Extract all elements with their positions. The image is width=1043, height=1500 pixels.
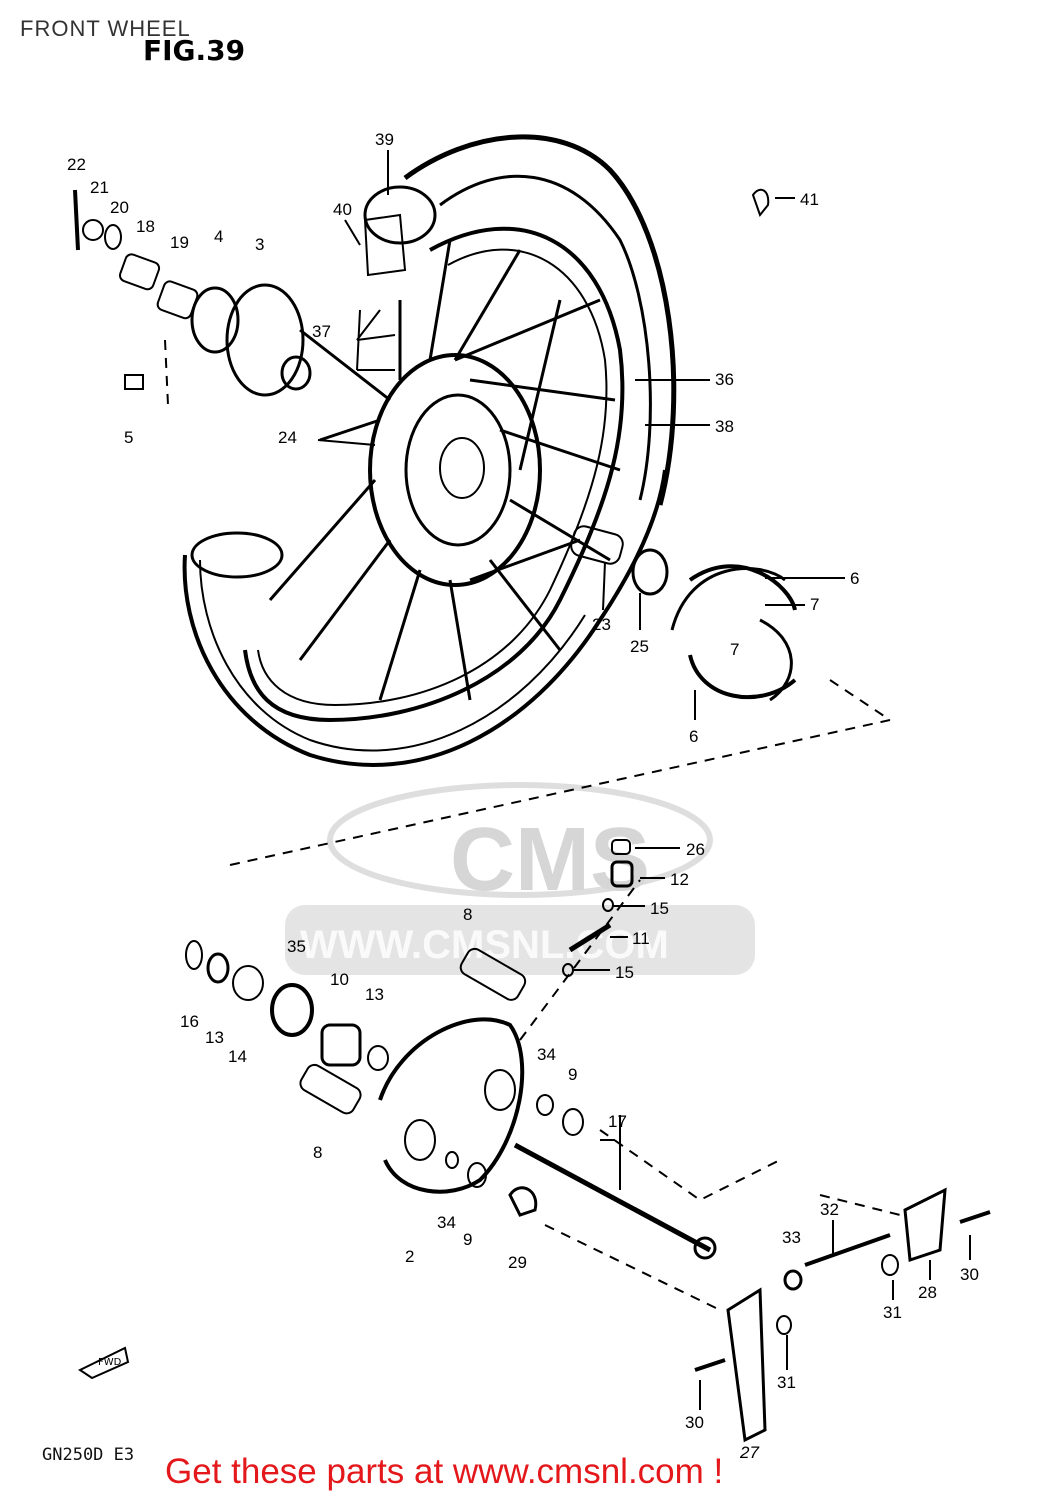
callout-3: 3 <box>255 235 264 254</box>
callout-7b: 7 <box>730 640 739 659</box>
callout-labels: 39 40 41 22 21 20 18 19 4 3 37 36 38 5 2… <box>67 130 979 1462</box>
callout-24: 24 <box>278 428 297 447</box>
callout-7a: 7 <box>810 595 819 614</box>
callout-34a: 34 <box>537 1045 556 1064</box>
callout-33: 33 <box>782 1228 801 1247</box>
get-parts-link[interactable]: Get these parts at www.cmsnl.com ! <box>165 1452 724 1491</box>
callout-13b: 13 <box>205 1028 224 1047</box>
callout-13a: 13 <box>365 985 384 1004</box>
callout-34b: 34 <box>437 1213 456 1232</box>
callout-15b: 15 <box>615 963 634 982</box>
callout-6b: 6 <box>689 727 698 746</box>
callout-15a: 15 <box>650 899 669 918</box>
wheel-assembly <box>73 134 797 767</box>
callout-27: 27 <box>739 1443 759 1462</box>
callout-12: 12 <box>670 870 689 889</box>
callout-20: 20 <box>110 198 129 217</box>
callout-36: 36 <box>715 370 734 389</box>
callout-35: 35 <box>287 937 306 956</box>
callout-11: 11 <box>632 929 650 948</box>
callout-30a: 30 <box>960 1265 979 1284</box>
callout-19: 19 <box>170 233 189 252</box>
brake-panel-assembly: FWD <box>77 839 991 1443</box>
callout-10: 10 <box>330 970 349 989</box>
callout-18: 18 <box>136 217 155 236</box>
callout-8b: 8 <box>313 1143 322 1162</box>
callout-41: 41 <box>800 190 819 209</box>
callout-21: 21 <box>90 178 109 197</box>
callout-29: 29 <box>508 1253 527 1272</box>
callout-16: 16 <box>180 1012 199 1031</box>
callout-2: 2 <box>405 1247 414 1266</box>
callout-37: 37 <box>312 322 331 341</box>
callout-25: 25 <box>630 637 649 656</box>
callout-4: 4 <box>214 227 223 246</box>
callout-17: 17 <box>608 1112 627 1131</box>
fwd-arrow-label: FWD <box>98 1357 122 1368</box>
callout-8a: 8 <box>463 905 472 924</box>
callout-32: 32 <box>820 1200 839 1219</box>
callout-31a: 31 <box>883 1303 902 1322</box>
leader-lines <box>317 150 971 1410</box>
callout-9a: 9 <box>568 1065 577 1084</box>
callout-38: 38 <box>715 417 734 436</box>
callout-6a: 6 <box>850 569 859 588</box>
callout-22: 22 <box>67 155 86 174</box>
page-title: FRONT WHEEL <box>20 16 191 41</box>
callout-40: 40 <box>333 200 352 219</box>
callout-14: 14 <box>228 1047 247 1066</box>
callout-31b: 31 <box>777 1373 796 1392</box>
callout-39: 39 <box>375 130 394 149</box>
callout-9b: 9 <box>463 1230 472 1249</box>
figure-label: FIG.39 <box>143 34 246 67</box>
callout-26: 26 <box>686 840 705 859</box>
watermark-brand: CMS <box>450 810 650 910</box>
callout-23: 23 <box>592 615 611 634</box>
watermark-url: WWW.CMSNL.COM <box>300 923 669 967</box>
callout-28: 28 <box>918 1283 937 1302</box>
callout-5: 5 <box>124 428 133 447</box>
model-code: GN250D E3 <box>42 1445 135 1465</box>
watermark: CMS WWW.CMSNL.COM <box>285 782 755 975</box>
callout-30b: 30 <box>685 1413 704 1432</box>
